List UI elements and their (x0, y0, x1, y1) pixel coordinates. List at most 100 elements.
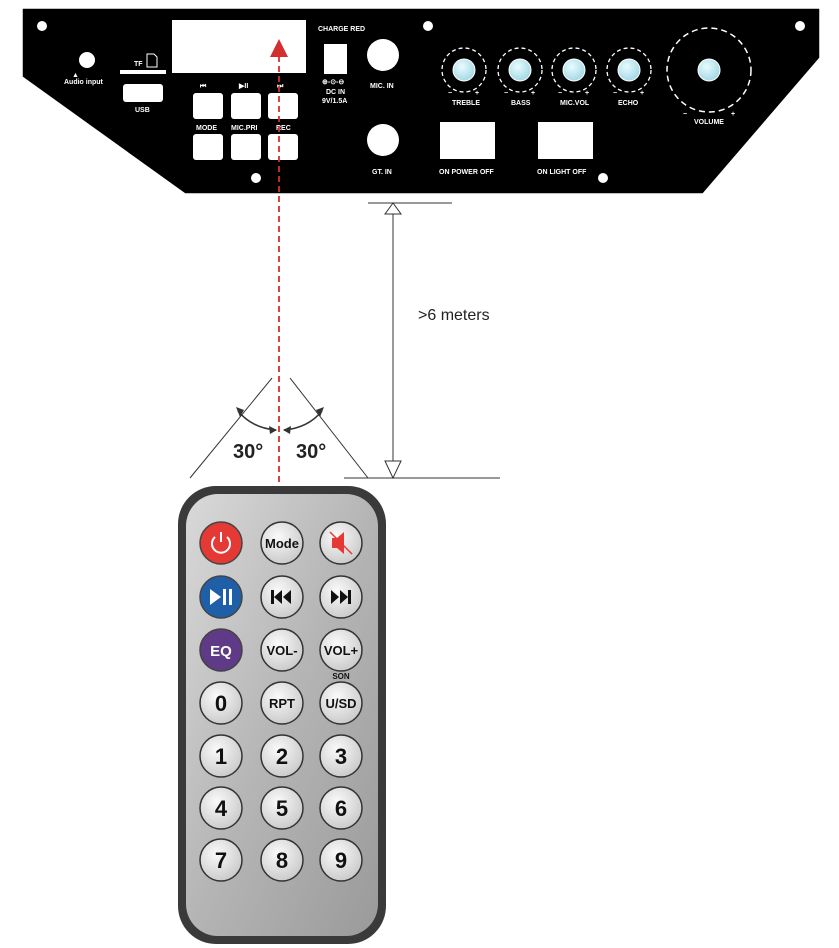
echo-label: ECHO (618, 100, 639, 107)
remote-vol-up-button[interactable]: VOL+ (319, 628, 363, 672)
eq-button-label: EQ (210, 643, 232, 660)
charge-label: CHARGE RED (318, 26, 365, 33)
mode-button-label: Mode (265, 536, 299, 551)
screw-hole (795, 21, 805, 31)
angle-line-right (289, 377, 369, 479)
bass-label: BASS (511, 100, 531, 107)
play-pause-icon: ▶II (238, 83, 248, 90)
digit-1-label: 1 (215, 744, 227, 769)
remote-play-pause-button[interactable] (199, 575, 243, 619)
dc-rating-label: 9V/1.5A (322, 98, 347, 105)
range-diagram: >6 meters 30° 30° (189, 39, 500, 482)
sd-card-icon (146, 53, 158, 68)
digit-5-label: 5 (276, 796, 288, 821)
rpt-label: RPT (269, 696, 295, 711)
audio-input-label: Audio input (64, 79, 104, 86)
digit-4-label: 4 (215, 796, 228, 821)
remote-prev-button[interactable] (260, 575, 304, 619)
panel-button-mode[interactable] (193, 134, 223, 160)
svg-text:▲: ▲ (72, 72, 79, 79)
tf-slot[interactable] (120, 70, 166, 74)
remote-6-button[interactable]: 6 (319, 786, 363, 830)
treble-plus: + (475, 90, 479, 97)
distance-label: >6 meters (418, 307, 490, 324)
digit-2-label: 2 (276, 744, 288, 769)
power-switch[interactable] (440, 122, 495, 159)
panel-button-rec[interactable] (268, 134, 298, 160)
digit-8-label: 8 (276, 848, 288, 873)
dc-polarity-symbol: ⊕-⊙-⊖ (322, 79, 344, 86)
usb-port[interactable] (123, 84, 163, 102)
remote-vol-down-button[interactable]: VOL- (260, 628, 304, 672)
remote-1-button[interactable]: 1 (199, 734, 243, 778)
volume-minus: − (683, 111, 687, 118)
dc-in-port[interactable] (324, 44, 347, 74)
led-display (172, 20, 306, 73)
dimension-arrow-down (384, 460, 402, 480)
prev-icon (271, 590, 291, 604)
remote-8-button[interactable]: 8 (260, 838, 304, 882)
next-icon: ⏭ (277, 83, 284, 90)
son-label: SON (332, 672, 350, 681)
mic-in-label: MIC. IN (370, 83, 394, 90)
remote-power-button[interactable] (199, 521, 243, 565)
angle-label-left: 30° (233, 441, 263, 463)
remote-2-button[interactable]: 2 (260, 734, 304, 778)
remote-next-button[interactable] (319, 575, 363, 619)
power-switch-label: ON POWER OFF (439, 169, 495, 176)
remote-7-button[interactable]: 7 (199, 838, 243, 882)
usd-label: U/SD (325, 696, 356, 711)
audio-input-jack[interactable] (79, 52, 95, 68)
bass-knob[interactable] (497, 47, 543, 93)
panel-button-play[interactable] (231, 93, 261, 119)
remote-0-button[interactable]: 0 (199, 681, 243, 725)
gt-in-jack[interactable] (367, 124, 399, 156)
treble-knob[interactable] (441, 47, 487, 93)
remote-5-button[interactable]: 5 (260, 786, 304, 830)
digit-9-label: 9 (335, 848, 347, 873)
digit-0-label: 0 (215, 691, 227, 716)
volume-label: VOLUME (694, 119, 724, 126)
remote-eq-button[interactable]: EQ (199, 628, 243, 672)
mic-in-jack[interactable] (367, 39, 399, 71)
prev-icon: ⏮ (200, 83, 207, 90)
rec-label: REC (276, 125, 291, 132)
panel-button-mic-pri[interactable] (231, 134, 261, 160)
mic-vol-plus: + (585, 90, 589, 97)
panel-button-next[interactable] (268, 93, 298, 119)
bass-plus: + (531, 90, 535, 97)
angle-arrowhead (316, 407, 324, 417)
volume-plus: + (731, 111, 735, 118)
remote-mute-button[interactable] (319, 521, 363, 565)
remote-9-button[interactable]: 9 (319, 838, 363, 882)
volume-knob[interactable] (666, 27, 752, 113)
remote-control: Mode (178, 486, 386, 944)
remote-rpt-button[interactable]: RPT (260, 681, 304, 725)
treble-label: TREBLE (452, 100, 480, 107)
echo-plus: + (640, 90, 644, 97)
bass-minus: − (504, 90, 508, 97)
mic-vol-knob[interactable] (551, 47, 597, 93)
screw-hole (37, 21, 47, 31)
angle-line-left (189, 377, 273, 479)
angle-label-right: 30° (296, 441, 326, 463)
panel-button-prev[interactable] (193, 93, 223, 119)
mic-vol-minus: − (558, 90, 562, 97)
mic-pri-label: MIC.PRI (231, 125, 258, 132)
remote-3-button[interactable]: 3 (319, 734, 363, 778)
remote-4-button[interactable]: 4 (199, 786, 243, 830)
light-switch-label: ON LIGHT OFF (537, 169, 587, 176)
remote-mode-button[interactable]: Mode (260, 521, 304, 565)
remote-usd-button[interactable]: U/SD (319, 681, 363, 725)
echo-knob[interactable] (606, 47, 652, 93)
tf-label: TF (134, 61, 143, 68)
treble-minus: − (448, 90, 452, 97)
echo-minus: − (613, 90, 617, 97)
light-switch[interactable] (538, 122, 593, 159)
digit-3-label: 3 (335, 744, 347, 769)
play-pause-icon (210, 589, 232, 605)
mode-label: MODE (196, 125, 217, 132)
digit-6-label: 6 (335, 796, 347, 821)
screw-hole (423, 21, 433, 31)
